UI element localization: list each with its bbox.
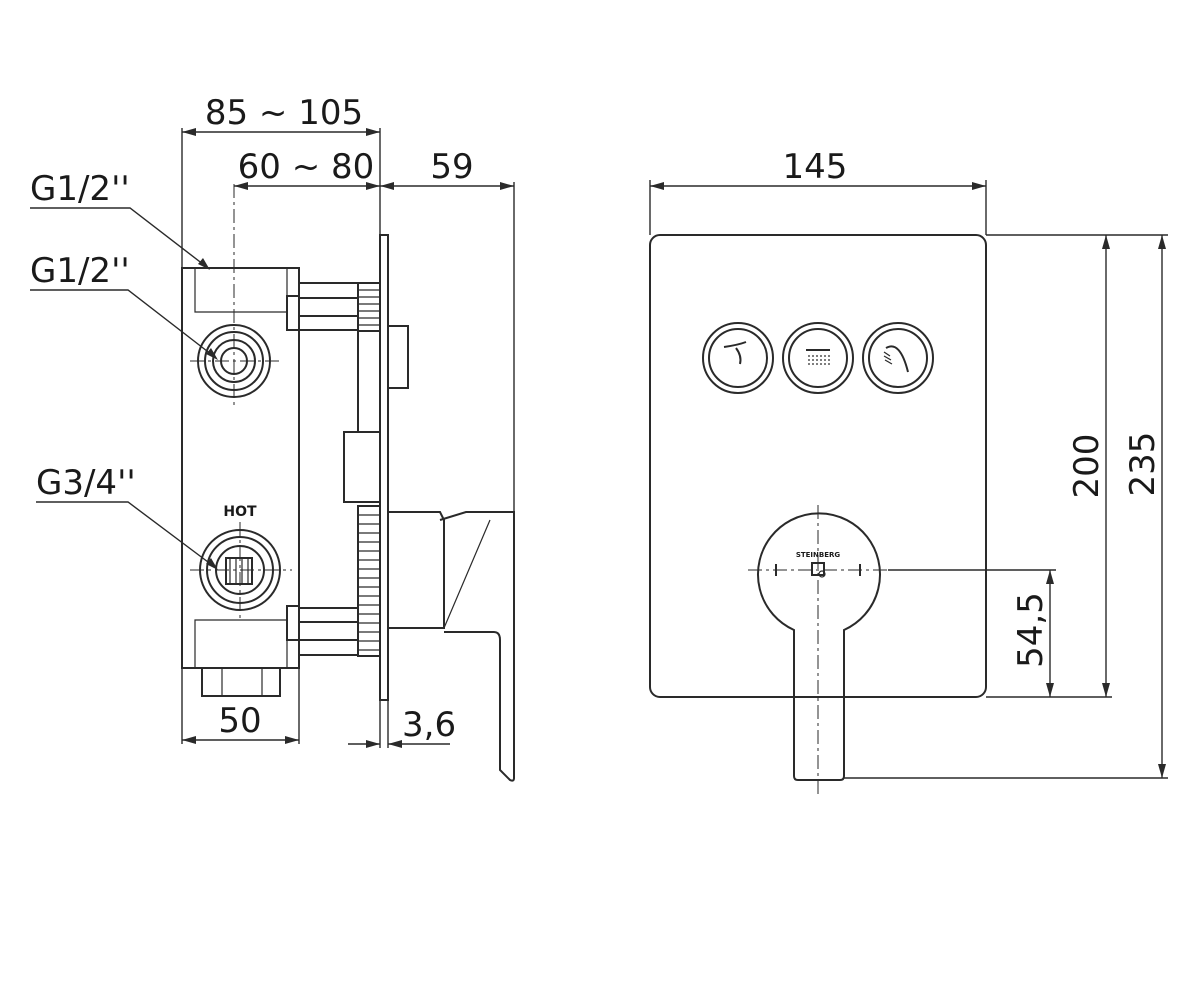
port-label-1: G1/2'' [30, 169, 130, 209]
thread-block-bottom [357, 505, 381, 657]
dim-lever-center [1046, 570, 1054, 697]
button-tub-spout[interactable] [702, 322, 774, 394]
tub-spout-icon [723, 341, 747, 365]
label-body-width: 50 [218, 701, 261, 741]
wall-plate [379, 234, 389, 701]
body-top-panel [194, 268, 288, 313]
front-view: STEINBERG 145 200 235 [649, 147, 1168, 795]
body-bottom-panel [194, 619, 288, 668]
center-block [343, 431, 381, 503]
port-hot [190, 522, 292, 620]
label-depth-total: 85 ~ 105 [205, 93, 363, 133]
rain-shower-icon [806, 349, 830, 365]
dim-body-width [181, 668, 300, 744]
thread-block-top [357, 282, 381, 332]
dim-plate-height [1102, 235, 1110, 697]
button-hand-shower[interactable] [862, 322, 934, 394]
lever-handle[interactable] [748, 505, 888, 795]
label-plate-height: 200 [1067, 434, 1107, 499]
side-view: HOT G1/2'' G1/2'' G3/4'' 85 ~ 105 [30, 93, 515, 782]
brand-label: STEINBERG [796, 551, 841, 559]
hot-label: HOT [223, 504, 257, 520]
label-plate-thickness: 3,6 [402, 705, 456, 745]
label-depth-inner: 60 ~ 80 [238, 147, 375, 187]
dim-depth-total [181, 128, 381, 268]
port-label-3: G3/4'' [36, 463, 136, 503]
label-overall-height: 235 [1123, 432, 1163, 497]
port-label-2: G1/2'' [30, 251, 130, 291]
dim-depth-inner [234, 182, 380, 190]
port-upper [190, 184, 282, 405]
dim-projection [380, 182, 515, 512]
lever-base [388, 511, 445, 629]
label-plate-width: 145 [783, 147, 848, 187]
body-foot [201, 667, 281, 697]
dim-plate-width [649, 180, 987, 235]
dim-plate-thickness [348, 700, 450, 748]
lever-profile [439, 511, 515, 782]
label-projection: 59 [430, 147, 473, 187]
button-rain-shower[interactable] [782, 322, 854, 394]
hand-shower-icon [883, 345, 909, 373]
label-lever-center: 54,5 [1011, 592, 1051, 668]
dim-overall-height [1158, 235, 1166, 778]
cover-plate [649, 234, 987, 698]
